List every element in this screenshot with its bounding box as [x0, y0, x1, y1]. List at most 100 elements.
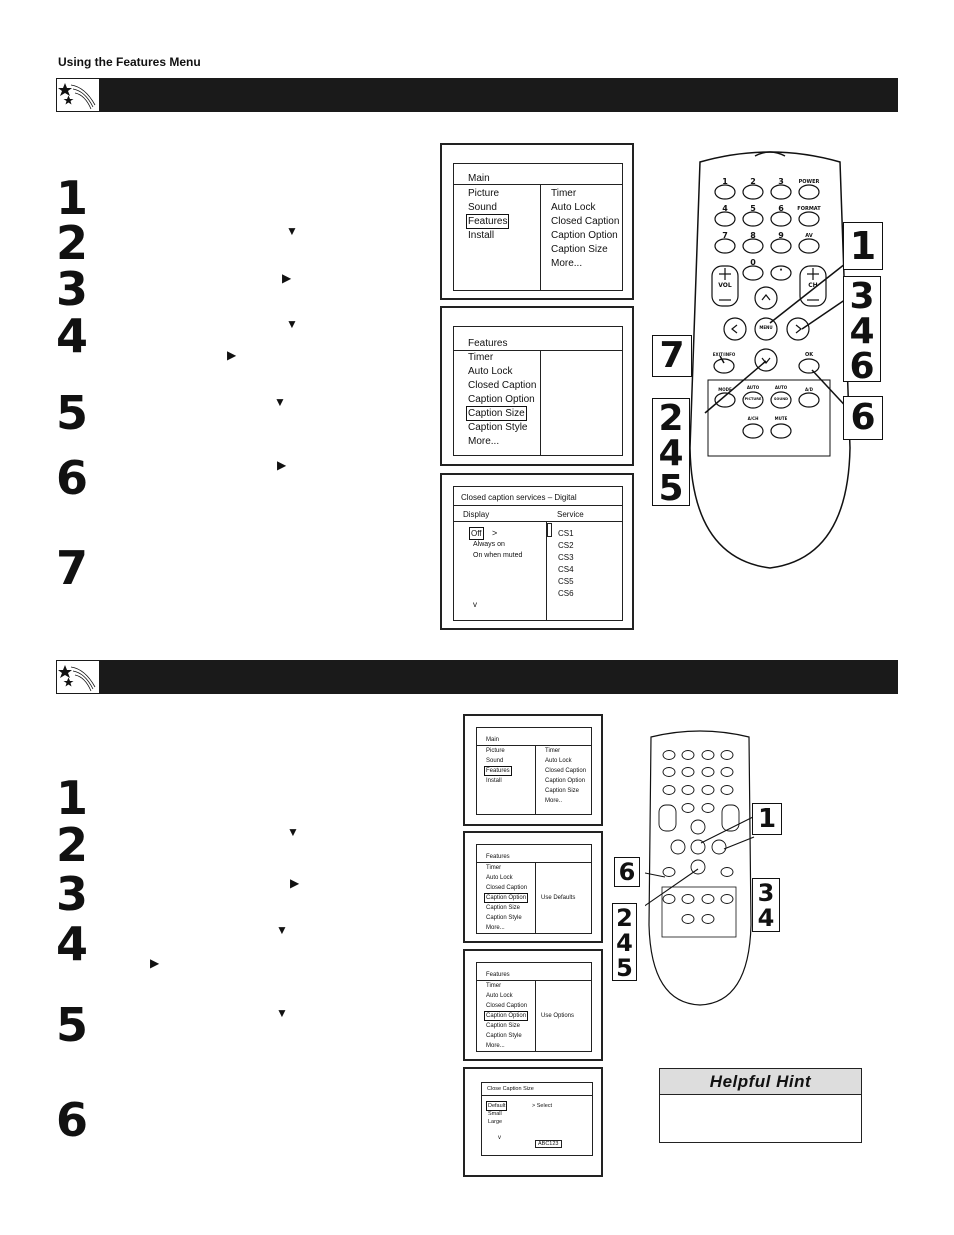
callout-number: 4 [757, 904, 775, 932]
menu-item[interactable]: Caption Style [468, 422, 528, 433]
submenu-item[interactable]: Timer [545, 748, 561, 754]
mode-button-label[interactable]: MODE [718, 387, 732, 392]
exit-info-button-label[interactable]: EXIT/INFO [712, 352, 736, 357]
av-button-label[interactable]: AV [805, 233, 813, 239]
menu-item[interactable]: Sound [486, 758, 504, 764]
size-option[interactable]: Small [488, 1111, 502, 1117]
remote-button-label[interactable]: 5 [750, 204, 756, 213]
display-option[interactable]: Always on [473, 541, 505, 548]
submenu-item[interactable]: More.. [545, 798, 563, 804]
size-option[interactable]: Large [488, 1119, 503, 1125]
remote-control-diagram [645, 725, 755, 1007]
submenu-item[interactable]: Caption Size [545, 788, 580, 794]
service-item[interactable]: CS6 [558, 589, 574, 598]
menu-item-install[interactable]: Install [468, 230, 495, 241]
remote-button-label[interactable]: 3 [778, 177, 784, 186]
callout-number: 4 [658, 433, 684, 474]
helpful-hint-title: Helpful Hint [660, 1069, 861, 1095]
down-arrow-icon: ▼ [276, 923, 288, 937]
menu-item[interactable]: Timer [468, 352, 494, 363]
option-value[interactable]: Use Defaults [541, 895, 576, 901]
menu-item[interactable]: Install [486, 778, 502, 784]
right-arrow-icon: ▶ [277, 458, 287, 472]
submenu-item[interactable]: Auto Lock [551, 202, 596, 213]
display-option[interactable]: On when muted [473, 552, 523, 559]
ach-button-label[interactable]: A/CH [747, 416, 759, 421]
submenu-item[interactable]: Timer [551, 188, 577, 199]
menu-screen-main: Main Picture Sound Features Install Time… [463, 714, 603, 826]
menu-item[interactable]: Caption Size [486, 905, 521, 911]
menu-item[interactable]: More... [468, 436, 500, 447]
remote-button-label[interactable]: 9 [778, 231, 784, 240]
menu-item-sound[interactable]: Sound [468, 202, 497, 213]
screen-title: Close Caption Size [487, 1086, 534, 1092]
dot-button-label[interactable]: · [779, 265, 783, 276]
screen-title: Closed caption services – Digital [461, 493, 577, 502]
submenu-item[interactable]: More... [551, 258, 583, 269]
service-item[interactable]: CS2 [558, 541, 574, 550]
menu-item[interactable]: Picture [486, 748, 505, 754]
service-item[interactable]: CS3 [558, 553, 574, 562]
menu-item[interactable]: Auto Lock [486, 875, 513, 881]
step-number: 1 [56, 771, 89, 825]
menu-item[interactable]: Caption Style [486, 915, 522, 921]
menu-item[interactable]: More... [486, 1043, 505, 1049]
menu-item-selected[interactable]: Caption Option [483, 893, 529, 903]
power-button-label[interactable]: POWER [798, 179, 820, 185]
remote-button-label[interactable]: 0 [750, 258, 756, 267]
submenu-item[interactable]: Auto Lock [545, 758, 572, 764]
submenu-item[interactable]: Caption Option [545, 778, 586, 784]
remote-button-label[interactable]: 7 [722, 231, 728, 240]
menu-item[interactable]: Auto Lock [468, 366, 513, 377]
menu-item-selected[interactable]: Caption Option [483, 1011, 529, 1021]
service-item[interactable]: CS1 [558, 529, 574, 538]
section1-title-bar [56, 78, 898, 112]
menu-button-label[interactable]: MENU [759, 325, 773, 330]
auto-label: AUTO [746, 385, 760, 390]
right-arrow-icon: ▶ [282, 271, 292, 285]
auto-picture-button-label[interactable]: PICTURE [744, 397, 762, 401]
menu-item-picture[interactable]: Picture [468, 188, 500, 199]
menu-item[interactable]: Caption Size [486, 1023, 521, 1029]
menu-item[interactable]: Closed Caption [486, 885, 528, 891]
remote-button-label[interactable]: 2 [750, 177, 756, 186]
menu-item[interactable]: Caption Style [486, 1033, 522, 1039]
menu-item[interactable]: More... [486, 925, 505, 931]
size-option-selected[interactable]: Default [485, 1101, 508, 1111]
step-number: 7 [56, 541, 89, 595]
callout-number: 5 [616, 954, 633, 982]
submenu-item[interactable]: Closed Caption [551, 216, 620, 227]
remote-button-label[interactable]: 6 [778, 204, 784, 213]
step-number: 6 [56, 451, 89, 505]
menu-item-selected[interactable]: Caption Size [466, 406, 527, 421]
display-option-off[interactable]: Off [469, 527, 484, 540]
mute-button-label[interactable]: MUTE [774, 416, 788, 421]
service-item[interactable]: CS4 [558, 565, 574, 574]
auto-sound-button-label[interactable]: SOUND [773, 397, 789, 401]
ad-button-label[interactable]: A/D [805, 387, 813, 392]
remote-button-label[interactable]: 1 [722, 177, 728, 186]
menu-item[interactable]: Timer [486, 983, 502, 989]
option-value[interactable]: Use Options [541, 1013, 575, 1019]
service-item[interactable]: CS5 [558, 577, 574, 586]
menu-item[interactable]: Closed Caption [486, 1003, 528, 1009]
submenu-item[interactable]: Caption Option [551, 230, 618, 241]
right-arrow-icon: > [492, 528, 498, 538]
ok-button-label[interactable]: OK [804, 352, 814, 358]
step-number: 2 [56, 216, 89, 270]
format-button-label[interactable]: FORMAT [797, 206, 821, 212]
scrollbar-thumb[interactable] [547, 523, 552, 537]
column-header-display: Display [463, 510, 490, 519]
menu-item[interactable]: Timer [486, 865, 502, 871]
down-arrow-icon: ▼ [286, 224, 298, 238]
menu-item[interactable]: Auto Lock [486, 993, 513, 999]
submenu-item[interactable]: Caption Size [551, 244, 608, 255]
remote-button-label[interactable]: 8 [750, 231, 756, 240]
menu-item[interactable]: Closed Caption [468, 380, 537, 391]
menu-item-features[interactable]: Features [465, 214, 510, 229]
menu-item[interactable]: Caption Option [468, 394, 535, 405]
remote-button-label[interactable]: 4 [722, 204, 728, 213]
submenu-item[interactable]: Closed Caption [545, 768, 587, 774]
menu-item-features[interactable]: Features [484, 766, 512, 776]
callout-number-group: 2 4 5 [612, 903, 637, 981]
